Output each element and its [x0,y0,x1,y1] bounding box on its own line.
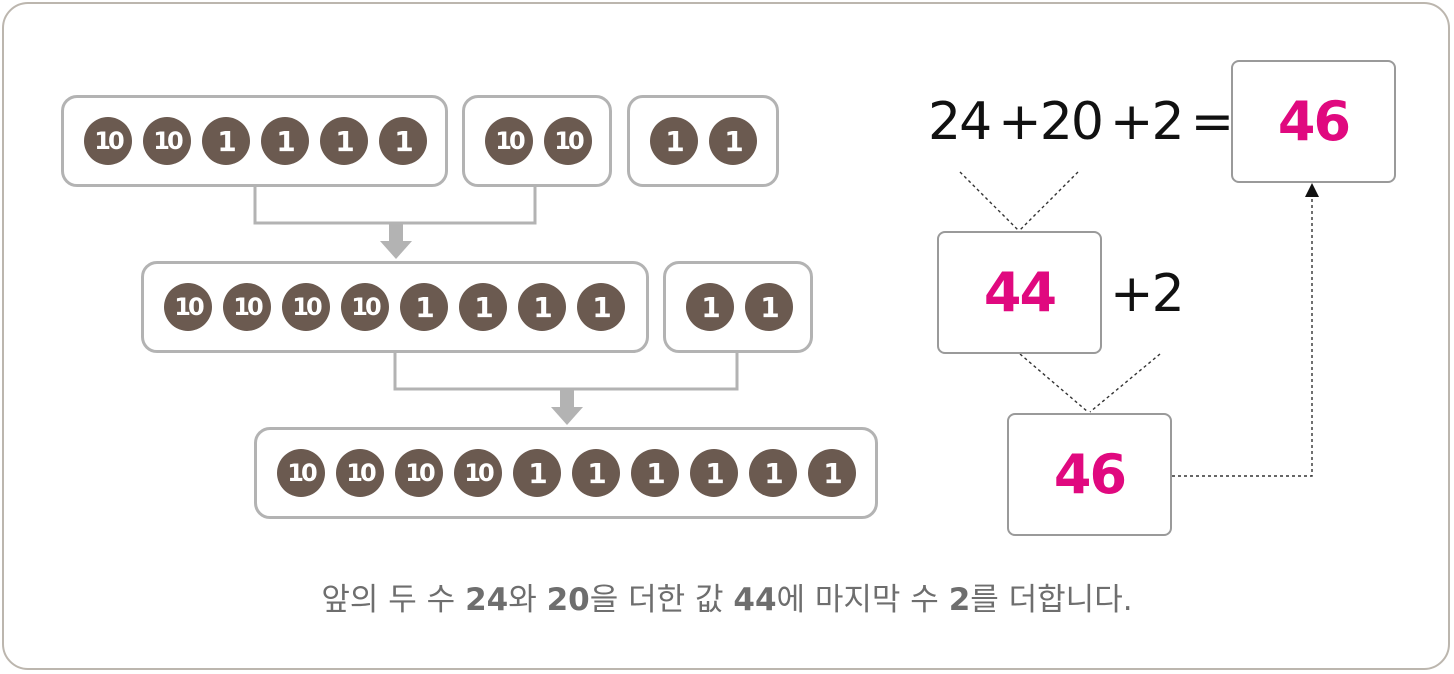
one-coin: 1 [745,283,793,331]
dotted-line-20 [1019,171,1079,231]
caption-pre: 앞의 두 수 [321,582,466,618]
ten-coin: 10 [544,117,592,165]
arrow-head-2 [551,407,583,425]
caption-mid3: 에 마지막 수 [776,582,949,618]
ten-coin: 10 [84,117,132,165]
caption-mid1: 와 [508,582,547,618]
step-result-box: 46 [1007,413,1172,536]
one-coin: 1 [459,283,507,331]
caption-n3: 44 [733,582,777,618]
result-value: 46 [1277,90,1351,153]
one-coin: 1 [686,283,734,331]
ten-coin: 10 [282,283,330,331]
one-coin: 1 [808,449,856,497]
equation-n1: 24 [928,92,992,152]
equation-n2: 20 [1039,92,1104,152]
ten-coin: 10 [336,449,384,497]
one-coin: 1 [749,449,797,497]
one-coin: 1 [261,117,309,165]
dotted-arrow-line [1172,196,1313,477]
caption-n2: 20 [546,582,590,618]
step-sum-box: 44 [937,231,1102,354]
ten-coin: 10 [395,449,443,497]
ten-coin: 10 [143,117,191,165]
bracket-row2 [393,352,739,391]
arrow-shaft-2 [560,389,574,409]
caption-n1: 24 [465,582,509,618]
dotted-line-24 [959,171,1019,231]
one-coin: 1 [513,449,561,497]
one-coin: 1 [650,117,698,165]
bracket-row1 [253,186,537,225]
ten-coin: 10 [454,449,502,497]
step-sum-value: 44 [983,261,1057,324]
equation-n3: 2 [1151,92,1185,152]
dotted-line-44 [1019,353,1089,413]
arrow-head-1 [380,241,412,259]
one-coin: 1 [379,117,427,165]
one-coin: 1 [577,283,625,331]
one-coin: 1 [202,117,250,165]
caption-mid2: 을 더한 값 [589,582,734,618]
caption-n4: 2 [948,582,971,618]
ten-coin: 10 [164,283,212,331]
equation-line: 24+20+2= [928,96,1234,148]
result-box: 46 [1231,60,1396,183]
ten-coin: 10 [223,283,271,331]
ten-coin: 10 [485,117,533,165]
one-coin: 1 [631,449,679,497]
step-result-value: 46 [1053,443,1127,506]
dotted-arrow-head [1305,183,1319,197]
one-coin: 1 [690,449,738,497]
equation-plus-1: + [998,92,1042,152]
ten-coin: 10 [277,449,325,497]
one-coin: 1 [709,117,757,165]
one-coin: 1 [518,283,566,331]
dotted-line-2 [1089,353,1161,413]
ten-coin: 10 [341,283,389,331]
step-plus: +2 [1110,264,1185,324]
arrow-shaft-1 [389,223,403,243]
one-coin: 1 [572,449,620,497]
equation-equals: = [1190,92,1235,152]
one-coin: 1 [320,117,368,165]
one-coin: 1 [400,283,448,331]
caption-post: 를 더합니다. [970,582,1133,618]
caption: 앞의 두 수 24와 20을 더한 값 44에 마지막 수 2를 더합니다. [0,574,1454,619]
equation-plus-2: + [1109,92,1154,152]
